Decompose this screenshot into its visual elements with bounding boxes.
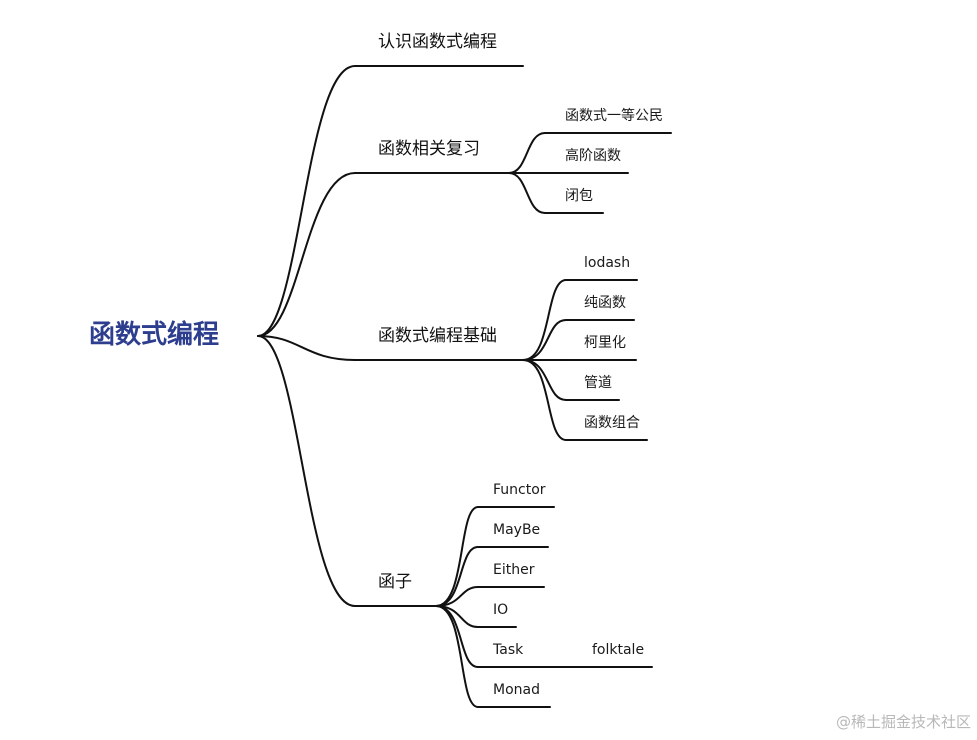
connector-branch-4-child-1 [435,506,479,607]
branch-4-child-5[interactable]: Task [493,642,524,658]
branch-3-child-4[interactable]: 管道 [584,375,612,391]
connector-branch-3-child-5 [522,359,567,441]
connector-root-to-branch-1 [257,65,356,337]
branch-2-child-3[interactable]: 闭包 [565,188,593,204]
root-topic[interactable]: 函数式编程 [89,320,220,350]
connector-root-to-branch-4 [257,335,356,607]
branch-2-child-1[interactable]: 函数式一等公民 [565,108,663,124]
connector-branch-2-child-1 [508,132,546,174]
branch-3-child-1[interactable]: lodash [584,255,631,271]
branch-4-child-6[interactable]: Monad [493,682,540,698]
branch-3-topic[interactable]: 函数式编程基础 [378,326,497,346]
connector-branch-4-child-4 [435,605,479,628]
connector-branch-3-child-2 [522,319,567,361]
branch-4-child-3[interactable]: Either [493,562,535,578]
connector-branch-3-child-4 [522,359,567,401]
branch-3-child-5[interactable]: 函数组合 [584,415,640,431]
connector-branch-4-child-2 [435,546,479,607]
branch-4-child-4[interactable]: IO [493,602,509,618]
connector-branch-2-child-3 [508,172,546,214]
branch-1-topic[interactable]: 认识函数式编程 [378,32,497,52]
branch-3-child-2[interactable]: 纯函数 [584,295,626,311]
connector-branch-4-child-6 [435,605,479,708]
branch-3-child-3[interactable]: 柯里化 [584,335,626,351]
branch-4-child-5-subchild-1[interactable]: folktale [592,642,645,658]
watermark-text: @稀土掘金技术社区 [835,713,971,731]
branch-4-child-2[interactable]: MayBe [493,522,541,538]
branch-2-topic[interactable]: 函数相关复习 [378,139,480,159]
connector-root-to-branch-2 [257,172,356,337]
connector-root-to-branch-3 [257,335,356,361]
connector-branch-3-child-1 [522,279,567,361]
branch-2-child-2[interactable]: 高阶函数 [565,148,621,164]
branch-4-child-1[interactable]: Functor [493,482,546,498]
branch-4-topic[interactable]: 函子 [378,572,412,592]
